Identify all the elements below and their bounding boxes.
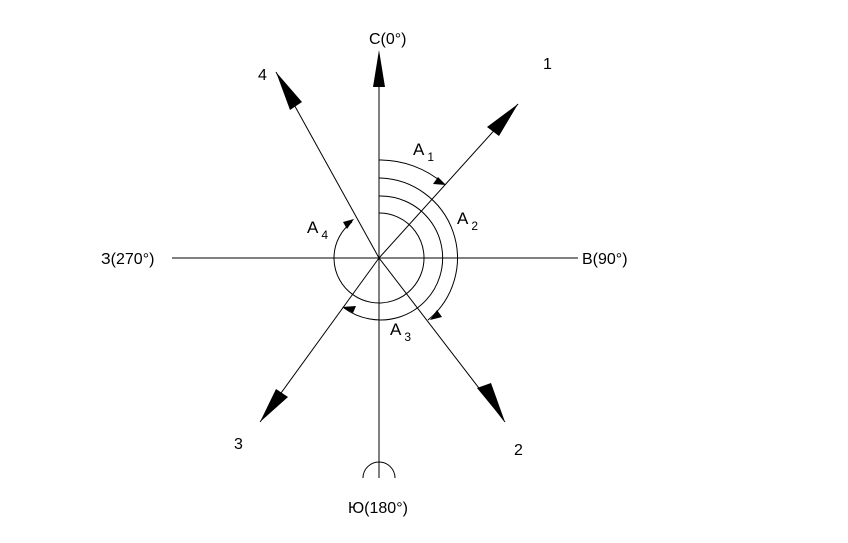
label-east: В(90°) (582, 251, 628, 268)
label-direction-3: 3 (234, 436, 243, 453)
label-a2-letter: А (457, 209, 469, 228)
arc-arrowhead-a2 (430, 310, 442, 320)
angle-arc-a3 (343, 195, 444, 321)
label-direction-4: 4 (258, 67, 267, 84)
direction-arrowhead-4 (276, 72, 302, 110)
direction-arrowhead-2 (477, 383, 505, 422)
label-a1-index: 1 (427, 150, 434, 164)
label-a3-index: 3 (404, 330, 411, 344)
label-south: Ю(180°) (348, 500, 408, 517)
direction-arrowhead-3 (260, 389, 288, 422)
arc-arrowhead-a4 (343, 219, 354, 229)
arc-arrowhead-a3 (342, 306, 356, 313)
arc-arrowhead-a1 (433, 177, 446, 185)
angle-arc-a1 (378, 159, 445, 185)
label-a1-letter: А (413, 140, 425, 159)
label-a3-letter: А (390, 320, 402, 339)
north-arrowhead (373, 50, 385, 87)
label-a4-index: 4 (321, 228, 328, 242)
label-a2-index: 2 (471, 219, 478, 233)
label-direction-1: 1 (543, 56, 552, 73)
label-a4-letter: А (307, 218, 319, 237)
south-marker-arc (362, 461, 396, 479)
label-west: З(270°) (101, 251, 154, 268)
direction-arrowhead-1 (487, 104, 518, 136)
label-north: С(0°) (369, 31, 407, 48)
angle-arc-a2 (378, 177, 458, 321)
angle-arc-a4 (333, 212, 425, 304)
label-direction-2: 2 (514, 442, 523, 459)
